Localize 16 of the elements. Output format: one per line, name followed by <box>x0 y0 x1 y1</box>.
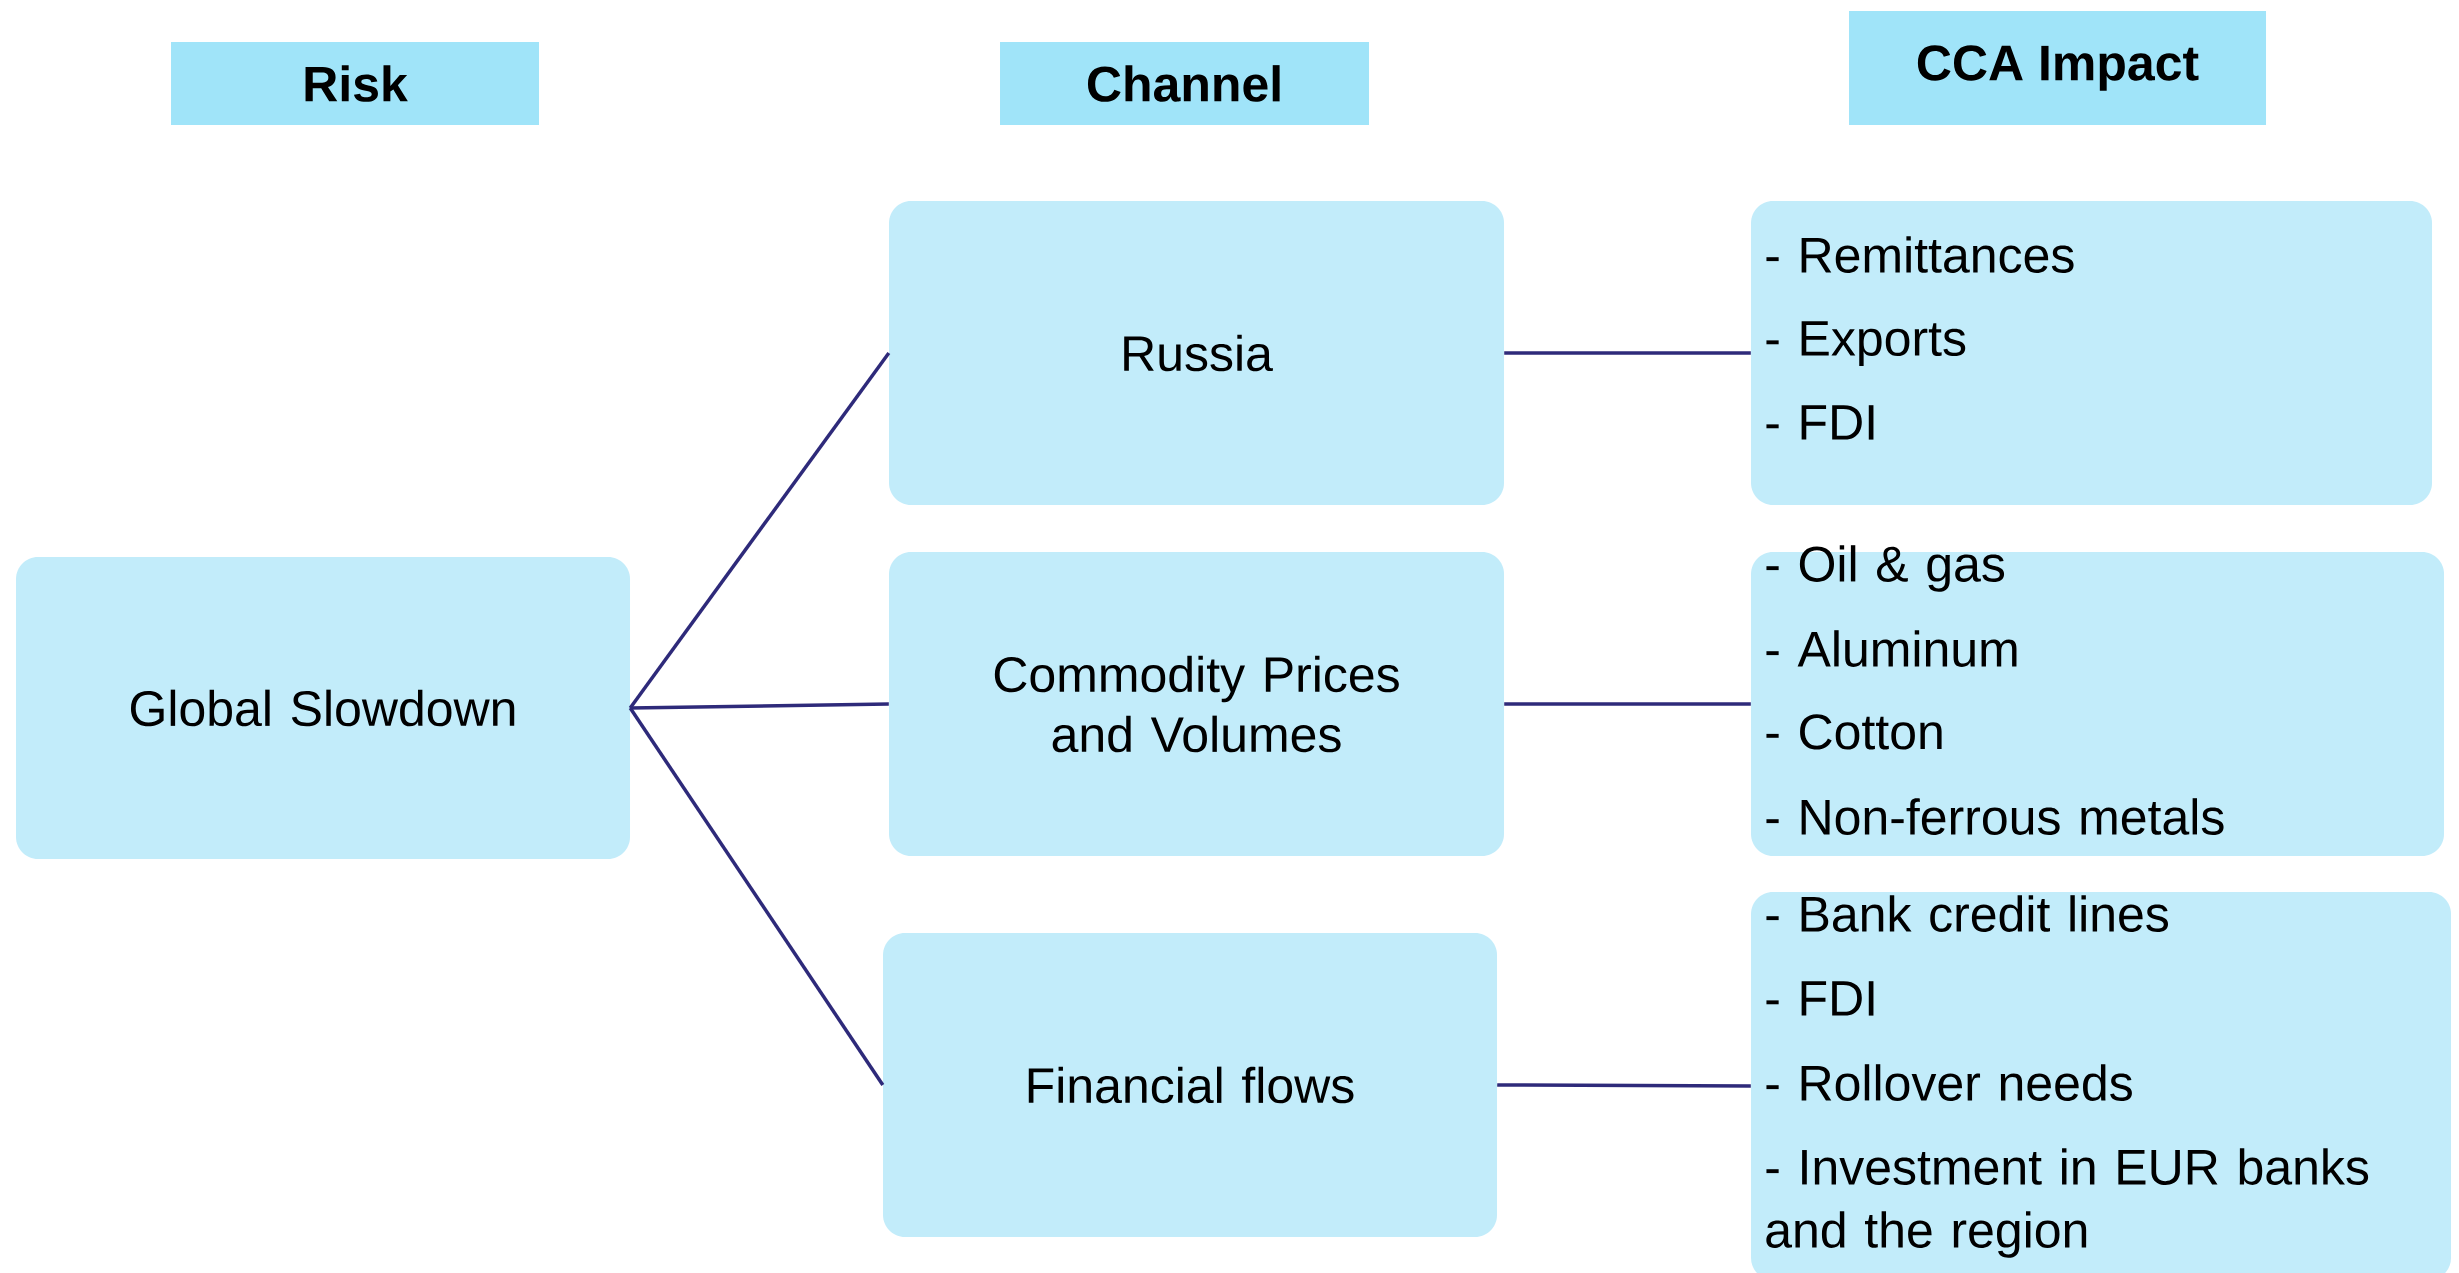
connector-line <box>628 707 885 1086</box>
impact-box: - Remittances - Exports - FDI <box>1751 201 2432 505</box>
channel-box: Financial flows <box>883 933 1497 1237</box>
header-band: Risk <box>171 42 539 125</box>
connector-line <box>630 702 889 710</box>
channel-box: Russia <box>889 201 1504 505</box>
channel-box: Global Slowdown <box>16 557 630 859</box>
impact-box: - Oil & gas - Aluminum - Cotton - Non-ferrous metals <box>1751 545 2444 856</box>
connector-line <box>1497 1083 1751 1088</box>
connector-line <box>628 351 891 710</box>
channel-box: Commodity Prices and Volumes <box>889 552 1504 856</box>
connector-line <box>1504 702 1751 706</box>
header-band: CCA Impact <box>1849 11 2266 125</box>
impact-box: - Bank credit lines - FDI - Rollover needs - Investment in EUR banks and the region <box>1751 892 2451 1273</box>
connector-line <box>1504 351 1751 355</box>
header-band: Channel <box>1000 42 1369 125</box>
